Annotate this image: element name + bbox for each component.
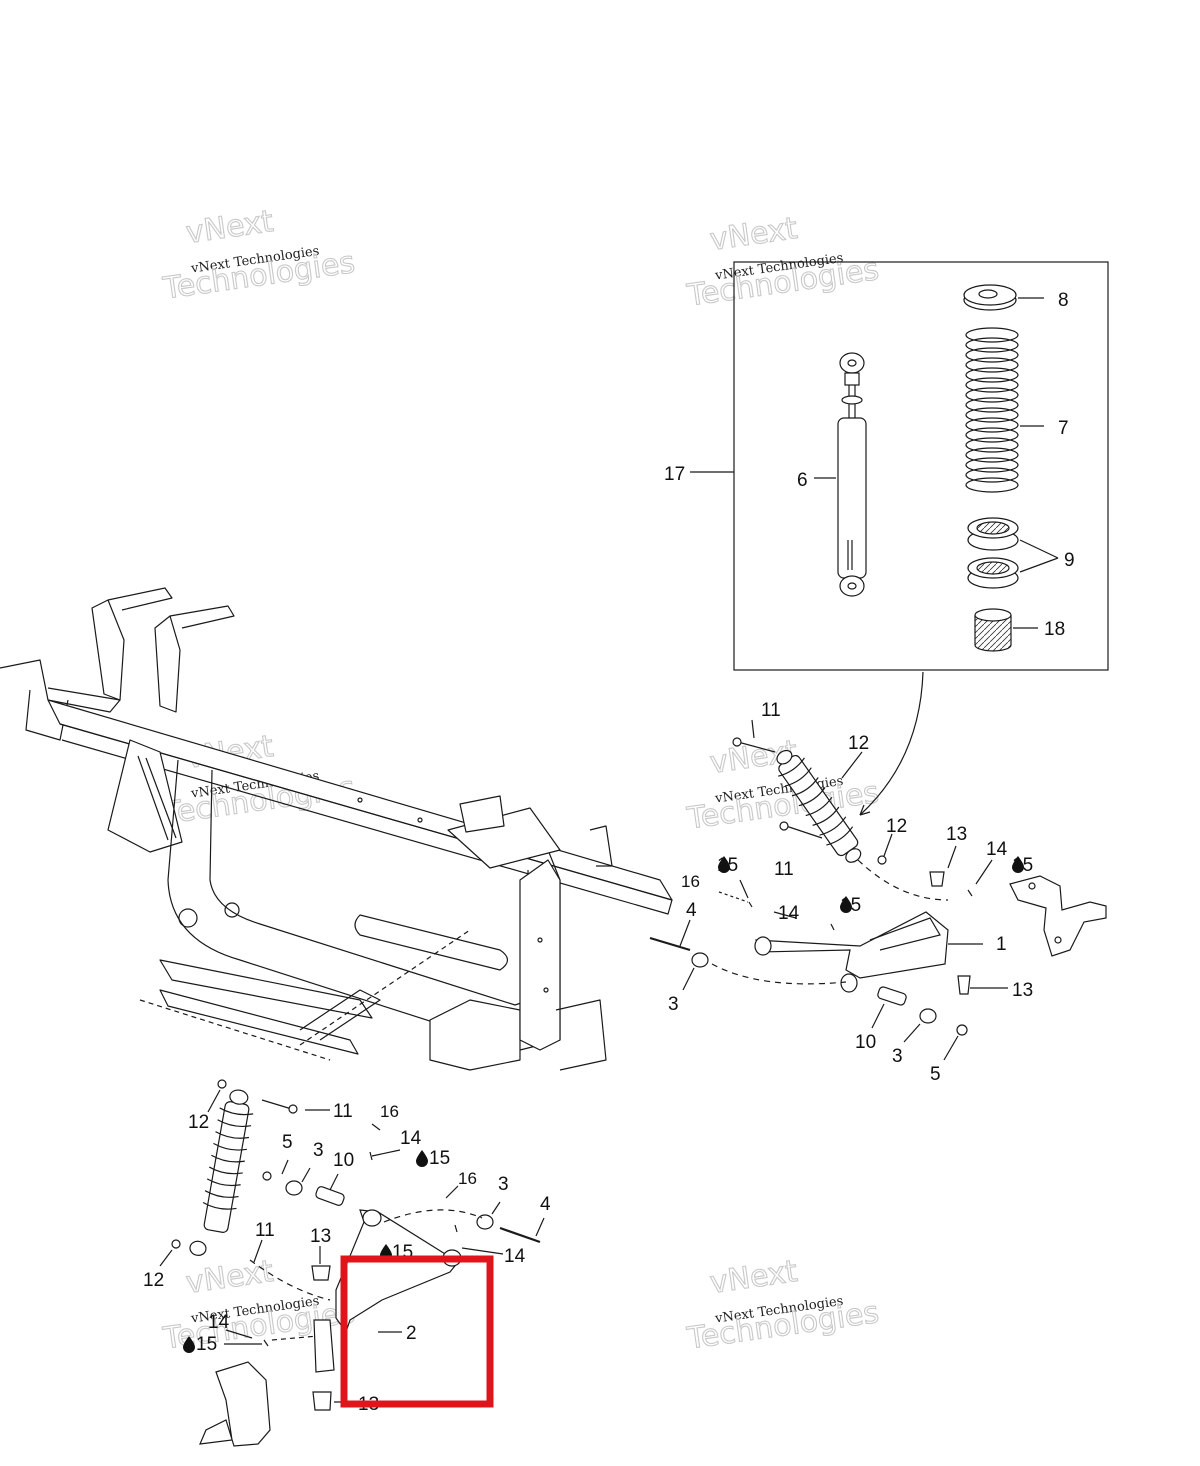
coil-spring: [965, 327, 1019, 493]
adjuster-ring: [967, 517, 1019, 551]
callout-12: 12: [143, 1270, 164, 1291]
grease-drop-icon: [183, 1336, 195, 1353]
spring-coil-turn: [965, 327, 1019, 343]
callout-11: 11: [774, 859, 794, 880]
callout-7: 7: [1058, 418, 1069, 439]
spring-coil-turn: [965, 427, 1019, 443]
callout-15: 15: [196, 1334, 217, 1355]
callout-10: 10: [333, 1150, 354, 1171]
callout-11: 11: [255, 1220, 275, 1241]
callout-14: 14: [778, 903, 800, 924]
watermark: vNext vNext Technologies Technologies: [160, 203, 358, 307]
spring-coil-turn: [965, 447, 1019, 463]
callout-14: 14: [400, 1128, 422, 1149]
spring-coil-turn: [965, 467, 1019, 483]
spring-coil-turn: [965, 457, 1019, 473]
highlight-box: [340, 1255, 494, 1408]
callout-5: 5: [930, 1064, 941, 1085]
spring-coil-turn: [965, 377, 1019, 393]
callout-5: 5: [282, 1132, 293, 1153]
callout-13: 13: [310, 1226, 331, 1247]
spring-coil-turn: [965, 367, 1019, 383]
left-suspension: [159, 1079, 545, 1447]
spring-coil-turn: [965, 477, 1019, 493]
callout-11: 11: [333, 1101, 353, 1122]
callout-3: 3: [892, 1046, 903, 1067]
spring-coil-turn: [965, 337, 1019, 353]
callout-1: 1: [996, 934, 1007, 955]
spring-coil-turn: [965, 407, 1019, 423]
callout-2: 2: [406, 1323, 417, 1344]
spring-coil-turn: [965, 397, 1019, 413]
threaded-sleeve: [974, 608, 1012, 652]
spring-coil-turn: [965, 357, 1019, 373]
callout-3: 3: [313, 1140, 324, 1161]
svg-text:vNext: vNext: [708, 1254, 800, 1301]
inset-shock-kit: [690, 261, 1109, 816]
left-labels: 12 11 16 14 15 5 3 10 16 3 4 11 13 15 14…: [143, 1101, 551, 1415]
right-labels: 11 12 11 12 13 14 15 16 15 14 15 4 3 13 …: [668, 700, 1033, 1085]
callout-3: 3: [668, 994, 679, 1015]
callout-10: 10: [855, 1032, 876, 1053]
callout-4: 4: [686, 900, 697, 921]
callout-12: 12: [848, 733, 869, 754]
callout-15: 15: [429, 1148, 450, 1169]
callout-14: 14: [208, 1312, 230, 1333]
vehicle-frame: [0, 587, 673, 1071]
right-suspension: [649, 719, 1107, 1061]
callout-6: 6: [797, 470, 808, 491]
svg-text:vNext: vNext: [708, 211, 800, 258]
shock-absorber: [837, 352, 867, 597]
callout-18: 18: [1044, 619, 1065, 640]
callout-4: 4: [540, 1194, 551, 1215]
shock-coilover: [189, 1089, 254, 1256]
callout-16: 16: [681, 872, 700, 891]
callout-17: 17: [664, 464, 685, 485]
callout-16: 16: [458, 1169, 477, 1188]
shock-coilover: [776, 749, 862, 863]
svg-text:vNext: vNext: [184, 204, 276, 251]
callout-8: 8: [1058, 290, 1069, 311]
spring-coil-turn: [965, 417, 1019, 433]
grease-drop-icon: [718, 856, 730, 873]
grease-drop-icon: [840, 896, 852, 913]
spring-retainer: [963, 284, 1017, 311]
callout-14: 14: [986, 839, 1008, 860]
callout-12: 12: [188, 1112, 209, 1133]
callout-16: 16: [380, 1102, 399, 1121]
callout-3: 3: [498, 1174, 509, 1195]
watermark: vNext vNext Technologies Technologies: [684, 1253, 882, 1357]
spring-coil-turn: [965, 387, 1019, 403]
watermark: vNext vNext Technologies Technologies: [684, 210, 882, 314]
svg-text:vNext: vNext: [184, 1254, 276, 1301]
callout-13: 13: [1012, 980, 1033, 1001]
grease-drop-icon: [1012, 856, 1024, 873]
spring-coil-turn: [965, 437, 1019, 453]
callout-14: 14: [504, 1246, 526, 1267]
grease-drop-icon: [416, 1150, 428, 1167]
callout-11: 11: [761, 700, 781, 721]
inset-frame: [733, 261, 1109, 671]
callout-12: 12: [886, 816, 907, 837]
spring-coil-turn: [965, 347, 1019, 363]
adjuster-ring: [967, 557, 1019, 589]
callout-13: 13: [946, 824, 967, 845]
inset-labels: 17 6 8 7 9 18: [664, 290, 1075, 640]
callout-9: 9: [1064, 550, 1075, 571]
